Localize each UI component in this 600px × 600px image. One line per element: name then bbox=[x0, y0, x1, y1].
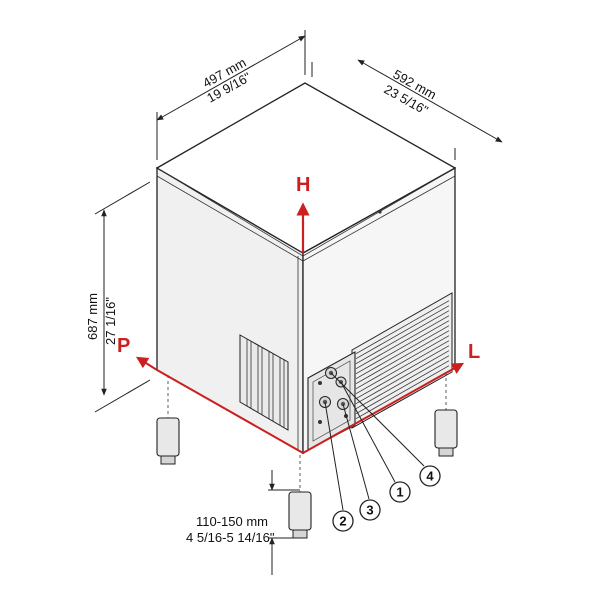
axis-label-h: H bbox=[296, 174, 310, 196]
callout-2: 2 bbox=[332, 510, 354, 532]
axis-label-p: P bbox=[117, 335, 130, 357]
height-inch-label: 27 1/16" bbox=[103, 297, 118, 345]
grille-slat bbox=[355, 355, 450, 410]
grille-slat bbox=[355, 330, 450, 385]
height-dimension: 687 mm 27 1/16" bbox=[85, 181, 151, 413]
leg-front-left bbox=[156, 375, 180, 465]
leg-mm-label: 110-150 mm bbox=[196, 514, 268, 529]
callout-4: 4 bbox=[419, 465, 441, 487]
grille-slat bbox=[355, 325, 450, 380]
axes: H P L bbox=[117, 174, 480, 454]
connection-panel bbox=[307, 351, 356, 451]
grille-slat bbox=[355, 300, 450, 355]
leg-inch-label: 4 5/16-5 14/16" bbox=[186, 530, 275, 545]
width-axis bbox=[135, 356, 158, 371]
legs bbox=[156, 372, 458, 539]
grille-slat bbox=[355, 350, 450, 405]
grille-slat bbox=[355, 360, 450, 415]
callouts: 1 2 3 4 bbox=[324, 372, 441, 532]
callout-1: 1 bbox=[389, 481, 411, 503]
leg-front-center bbox=[288, 455, 312, 539]
depth-axis bbox=[302, 362, 465, 454]
height-mm-label: 687 mm bbox=[85, 293, 100, 340]
grille-slat bbox=[355, 320, 450, 375]
grille-slat bbox=[355, 365, 450, 420]
callout-3: 3 bbox=[359, 499, 381, 521]
grille-slat bbox=[355, 345, 450, 400]
leg-height-dimension: 110-150 mm 4 5/16-5 14/16" bbox=[186, 470, 300, 575]
svg-text:2: 2 bbox=[339, 514, 346, 529]
grille-slat bbox=[355, 305, 450, 360]
leg-back-right bbox=[434, 372, 458, 457]
axis-label-l: L bbox=[468, 341, 480, 363]
svg-text:4: 4 bbox=[426, 469, 434, 484]
grille-slat bbox=[355, 315, 450, 370]
grille-slat bbox=[355, 335, 450, 390]
grille-slat bbox=[355, 310, 450, 365]
cabinet bbox=[155, 82, 457, 455]
svg-text:3: 3 bbox=[366, 503, 373, 518]
width-axis-edge bbox=[156, 369, 304, 454]
rear-grille bbox=[351, 292, 453, 429]
grille-slat bbox=[355, 340, 450, 395]
svg-text:1: 1 bbox=[396, 485, 403, 500]
side-vent bbox=[239, 334, 289, 431]
